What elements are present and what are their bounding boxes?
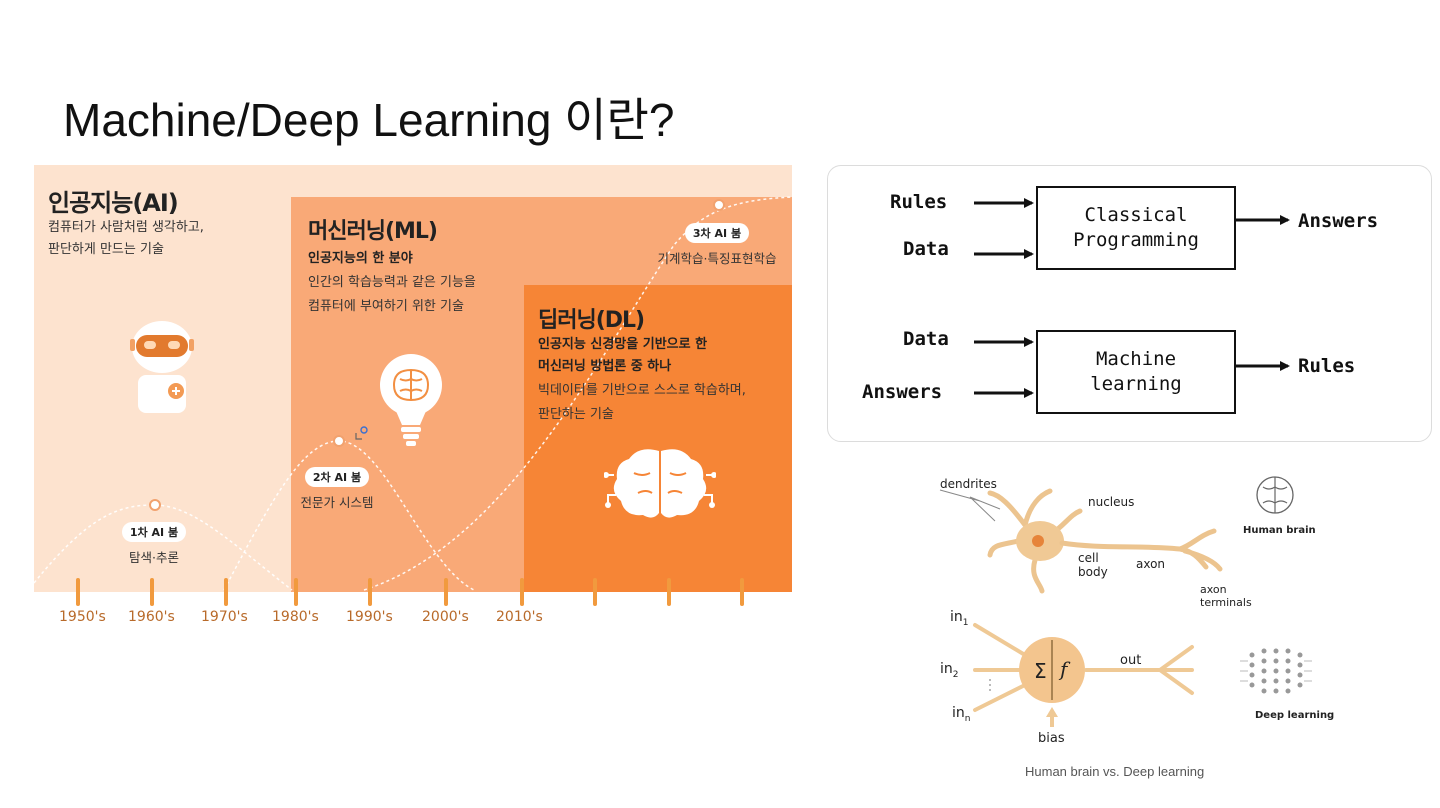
boom-3-caption: 기계학습·특징표현학습 — [657, 251, 777, 266]
timeline-tick — [740, 578, 744, 606]
bias-label: bias — [1038, 731, 1065, 746]
axon-label: axon — [1136, 557, 1166, 571]
boom-2-label: 2차 AI 붐 — [304, 467, 370, 487]
input-1-label: in1 — [950, 609, 969, 628]
axon-terminals-label: axon terminals — [1200, 583, 1252, 609]
ai-timeline-infographic: 인공지능(AI) 컴퓨터가 사람처럼 생각하고, 판단하게 만드는 기술 머신러… — [34, 165, 792, 635]
ai-description: 컴퓨터가 사람처럼 생각하고, 판단하게 만드는 기술 — [48, 220, 204, 257]
cursor-icon — [355, 426, 368, 440]
paradigm-diagram: Rules Data Classical Programming Answers… — [827, 165, 1432, 442]
dl-description: 빅데이터를 기반으로 스스로 학습하며, 판단하는 기술 — [538, 383, 746, 422]
boom-1-label: 1차 AI 붐 — [121, 522, 187, 542]
decade-label: 1980's — [272, 609, 319, 625]
ml-input-data: Data — [903, 328, 949, 350]
neuron-drawing — [939, 476, 1312, 727]
brain-circuit-icon — [604, 449, 716, 518]
boom-2-caption: 전문가 시스템 — [300, 495, 374, 510]
output-label: out — [1120, 653, 1142, 668]
deep-learning-label: Deep learning — [1255, 710, 1335, 721]
boom-3-marker — [713, 199, 725, 211]
ai-heading: 인공지능(AI) — [48, 189, 179, 217]
paradigm-arrows — [974, 198, 1290, 398]
ml-output-rules: Rules — [1298, 355, 1356, 377]
timeline-tick — [224, 578, 228, 606]
decade-label: 2000's — [422, 609, 469, 625]
input-2-label: in2 — [940, 661, 959, 680]
classical-input-data: Data — [903, 238, 949, 260]
boom-2-marker — [333, 435, 345, 447]
robot-icon — [130, 321, 194, 413]
sigma-symbol: Σ — [1034, 659, 1047, 683]
boom-3-label: 3차 AI 붐 — [684, 223, 750, 243]
decade-label: 1960's — [128, 609, 175, 625]
timeline-tick — [76, 578, 80, 606]
decade-label: 2010's — [496, 609, 543, 625]
boom-1-caption: 탐색·추론 — [129, 550, 179, 565]
ml-subheading: 인공지능의 한 분야 — [308, 251, 413, 266]
decade-label: 1970's — [201, 609, 248, 625]
slide-title: Machine/Deep Learning 이란? — [63, 94, 675, 146]
nucleus-label: nucleus — [1088, 495, 1135, 509]
timeline-tick — [294, 578, 298, 606]
machine-learning-box: Machine learning — [1036, 330, 1236, 414]
dl-subheading: 인공지능 신경망을 기반으로 한 머신러닝 방법론 중 하나 — [538, 337, 708, 374]
input-n-label: inn — [952, 705, 971, 724]
dl-band — [524, 285, 792, 592]
boom-2: 2차 AI 붐 전문가 시스템 — [292, 467, 382, 511]
boom-1: 1차 AI 붐 탐색·추론 — [114, 522, 194, 566]
timeline-tick — [520, 578, 524, 606]
boom-1-marker — [149, 499, 161, 511]
timeline-tick — [368, 578, 372, 606]
ml-description: 인간의 학습능력과 같은 기능을 컴퓨터에 부여하기 위한 기술 — [308, 275, 476, 314]
decade-label: 1990's — [346, 609, 393, 625]
timeline-tick — [444, 578, 448, 606]
neuron-vs-perceptron-figure: dendrites nucleus cell body axon axon te… — [930, 465, 1350, 765]
dl-heading: 딥러닝(DL) — [538, 308, 645, 333]
ml-input-answers: Answers — [862, 381, 943, 403]
classical-input-rules: Rules — [890, 191, 948, 213]
activation-function-symbol: f — [1060, 657, 1068, 681]
boom-3: 3차 AI 붐 기계학습·특징표현학습 — [642, 223, 792, 267]
figure-caption: Human brain vs. Deep learning — [1025, 764, 1205, 779]
cell-body-label: cell body — [1078, 551, 1108, 579]
ml-heading: 머신러닝(ML) — [308, 219, 438, 244]
classical-output-answers: Answers — [1298, 210, 1379, 232]
timeline-tick — [593, 578, 597, 606]
dendrites-label: dendrites — [940, 477, 997, 491]
human-brain-label: Human brain — [1243, 525, 1316, 536]
timeline-tick — [667, 578, 671, 606]
classical-programming-box: Classical Programming — [1036, 186, 1236, 270]
decade-label: 1950's — [59, 609, 106, 625]
lightbulb-brain-icon — [380, 354, 442, 446]
timeline-tick — [150, 578, 154, 606]
